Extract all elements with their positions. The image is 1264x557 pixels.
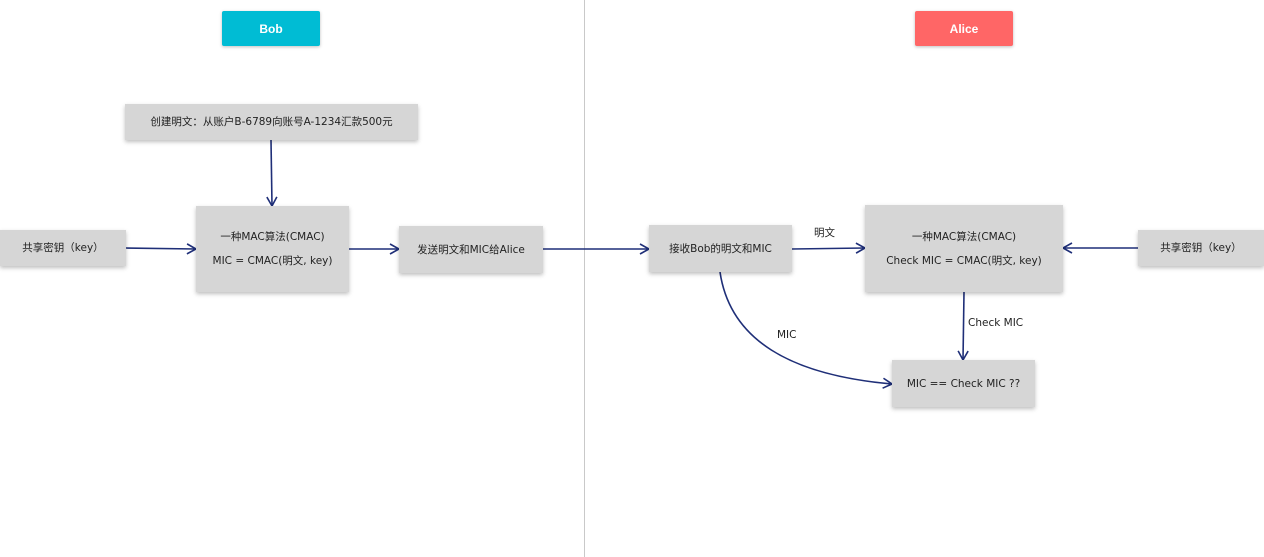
edge-plaintext-to-mac <box>266 139 278 208</box>
compare-node: MIC == Check MIC ?? <box>892 360 1035 407</box>
edge-mac-to-compare <box>957 291 969 362</box>
bob-key-label: 共享密钥（key） <box>22 242 104 254</box>
alice-key-node: 共享密钥（key） <box>1138 230 1264 266</box>
lane-divider <box>584 0 585 557</box>
plaintext-label: 创建明文：从账户B-6789向账号A-1234汇款500元 <box>150 116 393 128</box>
actor-alice: Alice <box>915 11 1013 46</box>
edge-label-mic: MIC <box>777 329 797 341</box>
send-node: 发送明文和MIC给Alice <box>399 226 543 273</box>
actor-bob: Bob <box>222 11 320 46</box>
compare-label: MIC == Check MIC ?? <box>906 377 1021 390</box>
edge-receive-to-compare <box>719 271 894 389</box>
alice-key-label: 共享密钥（key） <box>1160 242 1242 254</box>
bob-mac-formula: MIC = CMAC(明文, key) <box>212 255 333 267</box>
edge-receive-to-mac <box>791 242 867 254</box>
alice-mac-formula: Check MIC = CMAC(明文, key) <box>886 254 1042 267</box>
send-label: 发送明文和MIC给Alice <box>417 243 525 256</box>
bob-mac-node: 一种MAC算法(CMAC) MIC = CMAC(明文, key) <box>196 206 349 292</box>
receive-label: 接收Bob的明文和MIC <box>669 242 772 255</box>
receive-node: 接收Bob的明文和MIC <box>649 225 792 272</box>
edge-label-plaintext: 明文 <box>814 227 835 239</box>
edge-label-check-mic: Check MIC <box>968 317 1024 329</box>
edge-key-to-mac <box>125 243 198 255</box>
alice-mac-title: 一种MAC算法(CMAC) <box>911 230 1017 243</box>
alice-mac-node: 一种MAC算法(CMAC) Check MIC = CMAC(明文, key) <box>865 205 1063 292</box>
bob-mac-title: 一种MAC算法(CMAC) <box>220 231 325 243</box>
bob-key-node: 共享密钥（key） <box>0 230 126 266</box>
plaintext-node: 创建明文：从账户B-6789向账号A-1234汇款500元 <box>125 104 418 140</box>
